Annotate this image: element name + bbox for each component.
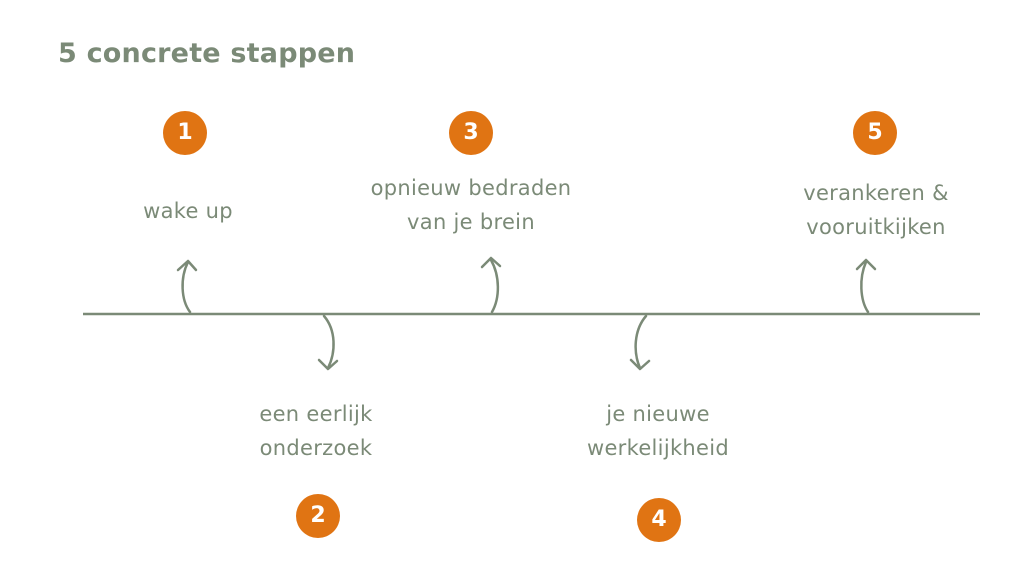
step-5-label-line-2: vooruitkijken bbox=[806, 215, 946, 239]
step-1-label: wake up bbox=[58, 194, 318, 228]
step-2-label: een eerlijk onderzoek bbox=[186, 397, 446, 465]
step-3-arrow-icon bbox=[480, 256, 502, 314]
step-2-label-line-2: onderzoek bbox=[259, 436, 373, 460]
step-3-label-line-1: opnieuw bedraden bbox=[370, 176, 572, 200]
step-5-arrow-icon bbox=[855, 258, 877, 314]
step-4-arrow-icon bbox=[629, 314, 651, 371]
step-4-badge: 4 bbox=[637, 498, 681, 542]
step-3-badge: 3 bbox=[449, 111, 493, 155]
step-2-label-line-1: een eerlijk bbox=[259, 402, 373, 426]
step-5-badge: 5 bbox=[853, 111, 897, 155]
step-4-label: je nieuwe werkelijkheid bbox=[528, 397, 788, 465]
step-5-label: verankeren & vooruitkijken bbox=[746, 176, 1006, 244]
step-1-arrow-icon bbox=[176, 259, 198, 314]
step-4-label-line-2: werkelijkheid bbox=[586, 436, 730, 460]
step-2-arrow-icon bbox=[317, 314, 339, 371]
step-5-label-line-1: verankeren & bbox=[803, 181, 949, 205]
page-title: 5 concrete stappen bbox=[58, 38, 356, 69]
step-3-label: opnieuw bedraden van je brein bbox=[341, 171, 601, 239]
step-4-label-line-1: je nieuwe bbox=[606, 402, 710, 426]
step-1-label-line-1: wake up bbox=[143, 199, 233, 223]
step-1-badge: 1 bbox=[163, 111, 207, 155]
step-3-label-line-2: van je brein bbox=[407, 210, 535, 234]
step-2-badge: 2 bbox=[296, 494, 340, 538]
